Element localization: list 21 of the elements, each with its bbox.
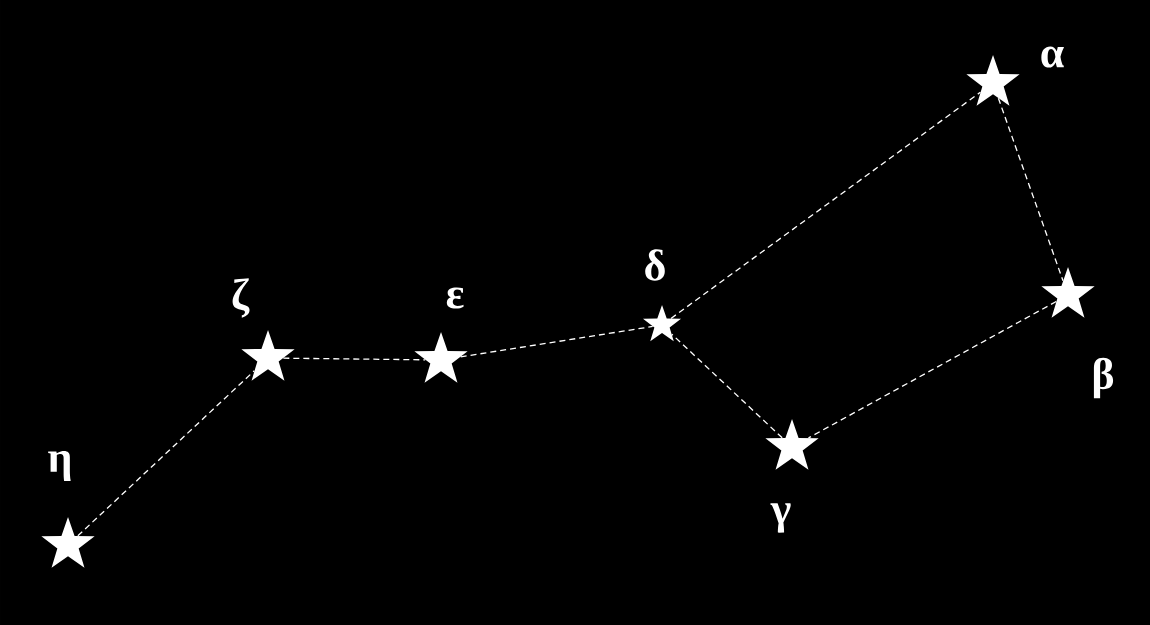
star bbox=[241, 330, 295, 381]
star-label: β bbox=[1093, 357, 1114, 399]
star bbox=[414, 332, 468, 383]
star bbox=[1041, 267, 1095, 318]
star-label: α bbox=[1041, 46, 1064, 68]
dashed-line bbox=[807, 300, 1057, 439]
dashed-line bbox=[997, 97, 1064, 282]
star-label: η bbox=[48, 450, 71, 482]
star-label: γ bbox=[770, 503, 791, 533]
dashed-line bbox=[671, 333, 783, 439]
dashed-line bbox=[460, 325, 654, 358]
star bbox=[966, 55, 1020, 106]
star bbox=[643, 305, 682, 342]
star-label: δ bbox=[645, 249, 665, 281]
star bbox=[765, 419, 819, 470]
dashed-line bbox=[282, 357, 426, 361]
star-label: ε bbox=[446, 287, 464, 309]
star-label: ζ bbox=[232, 278, 250, 318]
star bbox=[41, 517, 95, 568]
dashed-line bbox=[670, 91, 982, 320]
dashed-line bbox=[77, 370, 255, 537]
